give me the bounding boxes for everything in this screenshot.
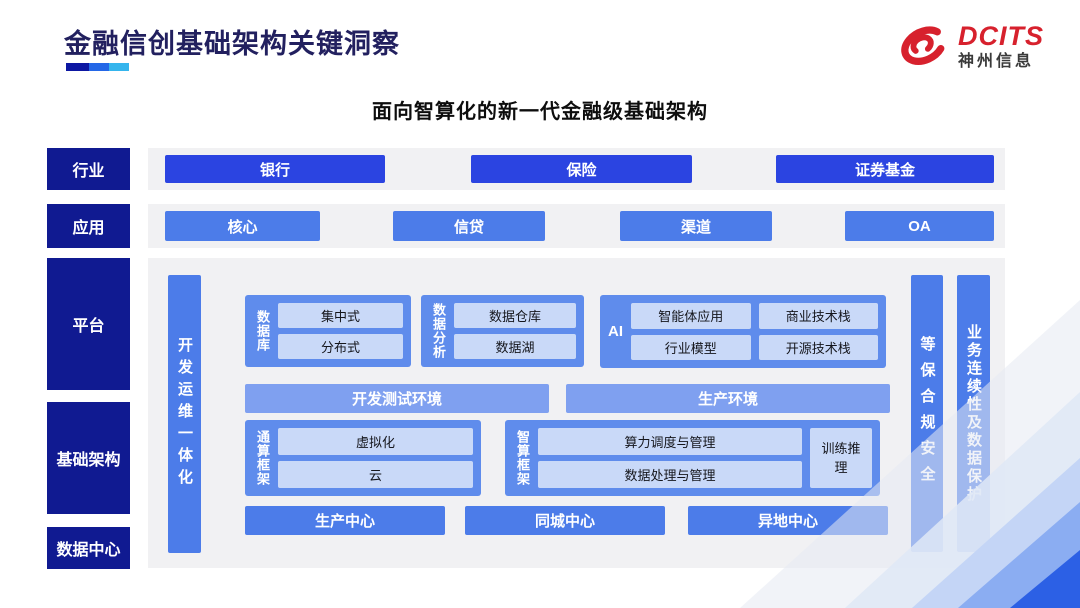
database-item-centralized: 集中式 bbox=[278, 303, 403, 328]
logo-company-text: 神州信息 bbox=[958, 52, 1035, 70]
app-box-core: 核心 bbox=[165, 211, 320, 241]
industry-box-insurance: 保险 bbox=[471, 155, 692, 183]
sidebar-item-datacenter: 数据中心 bbox=[47, 527, 130, 569]
logo-swirl-icon bbox=[901, 26, 945, 65]
ic-item-training-inference: 训练推理 bbox=[810, 428, 872, 488]
ai-label: AI bbox=[608, 323, 623, 340]
industry-box-bank: 银行 bbox=[165, 155, 385, 183]
ai-item-agent-apps: 智能体应用 bbox=[631, 303, 751, 329]
logo-brand-text: DCITS bbox=[958, 20, 1044, 51]
center-same-city: 同城中心 bbox=[465, 506, 665, 535]
env-production: 生产环境 bbox=[566, 384, 890, 413]
app-box-credit: 信贷 bbox=[393, 211, 545, 241]
analytics-item-lake: 数据湖 bbox=[454, 334, 576, 359]
ai-item-opensource-stack: 开源技术栈 bbox=[758, 334, 878, 360]
analytics-block: 数据分析 数据仓库 数据湖 bbox=[421, 295, 584, 367]
ai-item-industry-models: 行业模型 bbox=[631, 334, 751, 360]
analytics-item-warehouse: 数据仓库 bbox=[454, 303, 576, 328]
intelligent-compute-block: 智算框架 算力调度与管理 数据处理与管理 训练推理 bbox=[505, 420, 880, 496]
intelligent-compute-label: 智算框架 bbox=[515, 430, 530, 486]
app-box-channel: 渠道 bbox=[620, 211, 772, 241]
ic-item-compute-scheduling: 算力调度与管理 bbox=[538, 428, 802, 455]
general-compute-label: 通算框架 bbox=[255, 430, 270, 486]
center-remote: 异地中心 bbox=[688, 506, 888, 535]
database-block: 数据库 集中式 分布式 bbox=[245, 295, 411, 367]
analytics-label: 数据分析 bbox=[431, 303, 446, 359]
database-label: 数据库 bbox=[255, 310, 270, 352]
general-compute-block: 通算框架 虚拟化 云 bbox=[245, 420, 481, 496]
business-continuity-bar: 业务连续性及数据保护 bbox=[957, 275, 990, 552]
gc-item-virtualization: 虚拟化 bbox=[278, 428, 473, 455]
ai-item-commercial-stack: 商业技术栈 bbox=[758, 303, 878, 329]
app-box-oa: OA bbox=[845, 211, 994, 241]
ai-block: AI 智能体应用 商业技术栈 行业模型 开源技术栈 bbox=[600, 295, 886, 368]
gc-item-cloud: 云 bbox=[278, 461, 473, 488]
security-compliance-bar: 等保合规安全 bbox=[911, 275, 943, 552]
database-item-distributed: 分布式 bbox=[278, 334, 403, 359]
ic-item-data-processing: 数据处理与管理 bbox=[538, 461, 802, 488]
env-dev-test: 开发测试环境 bbox=[245, 384, 549, 413]
sidebar-item-industry: 行业 bbox=[47, 148, 130, 190]
title-underline bbox=[66, 63, 129, 71]
sidebar-item-application: 应用 bbox=[47, 204, 130, 248]
sidebar-item-infrastructure: 基础架构 bbox=[47, 402, 130, 514]
diagram-subtitle: 面向智算化的新一代金融级基础架构 bbox=[372, 101, 708, 123]
center-production: 生产中心 bbox=[245, 506, 445, 535]
devops-bar: 开发运维一体化 bbox=[168, 275, 201, 553]
industry-box-securities: 证券基金 bbox=[776, 155, 994, 183]
company-logo: DCITS 神州信息 bbox=[894, 20, 1044, 72]
sidebar-item-platform: 平台 bbox=[47, 258, 130, 390]
page-title: 金融信创基础架构关键洞察 bbox=[64, 29, 400, 59]
